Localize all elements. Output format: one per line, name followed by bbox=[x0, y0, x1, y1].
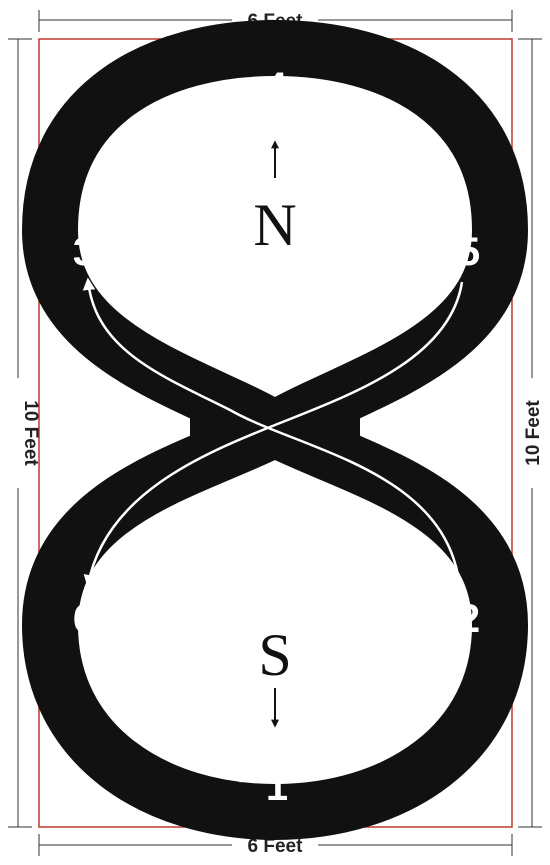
left-dimension: 10 Feet bbox=[8, 38, 41, 828]
right-dimension-label: 10 Feet bbox=[523, 400, 544, 466]
station-4-label: 4 bbox=[265, 65, 288, 109]
walking-path bbox=[82, 78, 469, 783]
left-dimension-label: 10 Feet bbox=[20, 400, 41, 466]
path-segment-1-2 bbox=[299, 642, 469, 777]
station-numbers: 1 2 3 4 5 6 bbox=[73, 65, 480, 809]
path-segment-3-4 bbox=[96, 78, 251, 216]
path-segment-5-6 bbox=[83, 281, 464, 588]
north-label: N bbox=[253, 192, 296, 258]
station-3-label: 3 bbox=[73, 230, 95, 274]
station-1-label: 1 bbox=[266, 765, 288, 809]
station-2-label: 2 bbox=[458, 597, 480, 641]
station-6-label: 6 bbox=[73, 597, 95, 641]
north-marker: N bbox=[253, 140, 297, 258]
path-segment-4-5 bbox=[299, 82, 467, 218]
right-dimension: 10 Feet bbox=[518, 38, 544, 828]
path-segment-2-3 bbox=[82, 277, 462, 591]
station-5-label: 5 bbox=[458, 230, 480, 274]
bottom-dimension: 6 Feet bbox=[38, 834, 513, 857]
bottom-dimension-label: 6 Feet bbox=[248, 836, 304, 857]
south-marker: S bbox=[258, 622, 292, 728]
south-label: S bbox=[258, 622, 291, 688]
path-segment-6-1 bbox=[86, 649, 253, 783]
